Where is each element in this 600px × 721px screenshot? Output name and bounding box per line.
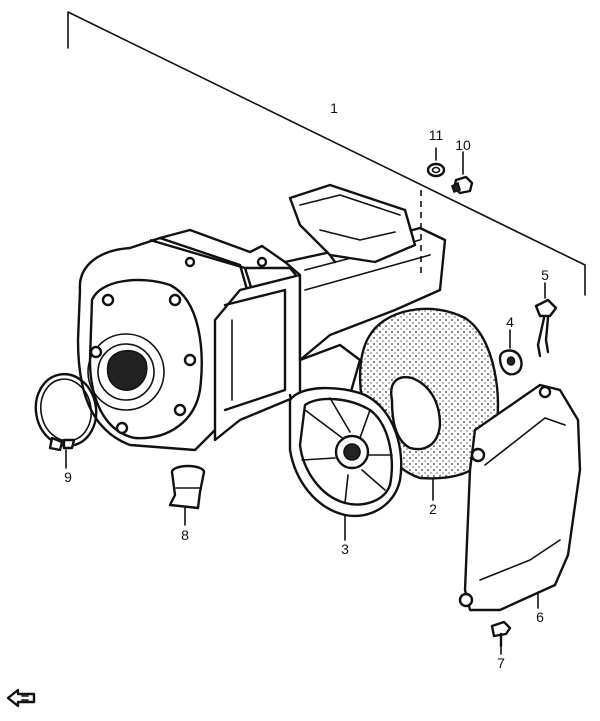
callout-2: 2 — [429, 501, 437, 517]
callout-10: 10 — [455, 137, 471, 153]
side-cover-part-6 — [458, 383, 582, 612]
grommet-part-8 — [168, 464, 206, 526]
front-direction-arrow-icon — [6, 688, 36, 708]
callout-9: 9 — [64, 469, 72, 485]
callout-1: 1 — [330, 100, 338, 116]
bolt-part — [451, 151, 474, 195]
nut-part-4 — [498, 329, 523, 376]
fan-shroud-housing — [76, 183, 447, 462]
callout-8: 8 — [181, 527, 189, 543]
washer-part — [426, 147, 446, 178]
hose-clamp-part-9 — [34, 372, 98, 469]
clip-part-5 — [534, 282, 558, 358]
callout-6: 6 — [536, 609, 544, 625]
cooling-fan-part-3 — [288, 386, 403, 541]
callout-11: 11 — [429, 127, 444, 143]
assembly-bracket — [67, 11, 586, 296]
callout-7: 7 — [497, 655, 505, 671]
callout-5: 5 — [541, 267, 549, 283]
callout-3: 3 — [341, 541, 349, 557]
callout-4: 4 — [506, 314, 514, 330]
bolt-part-7 — [490, 620, 512, 655]
